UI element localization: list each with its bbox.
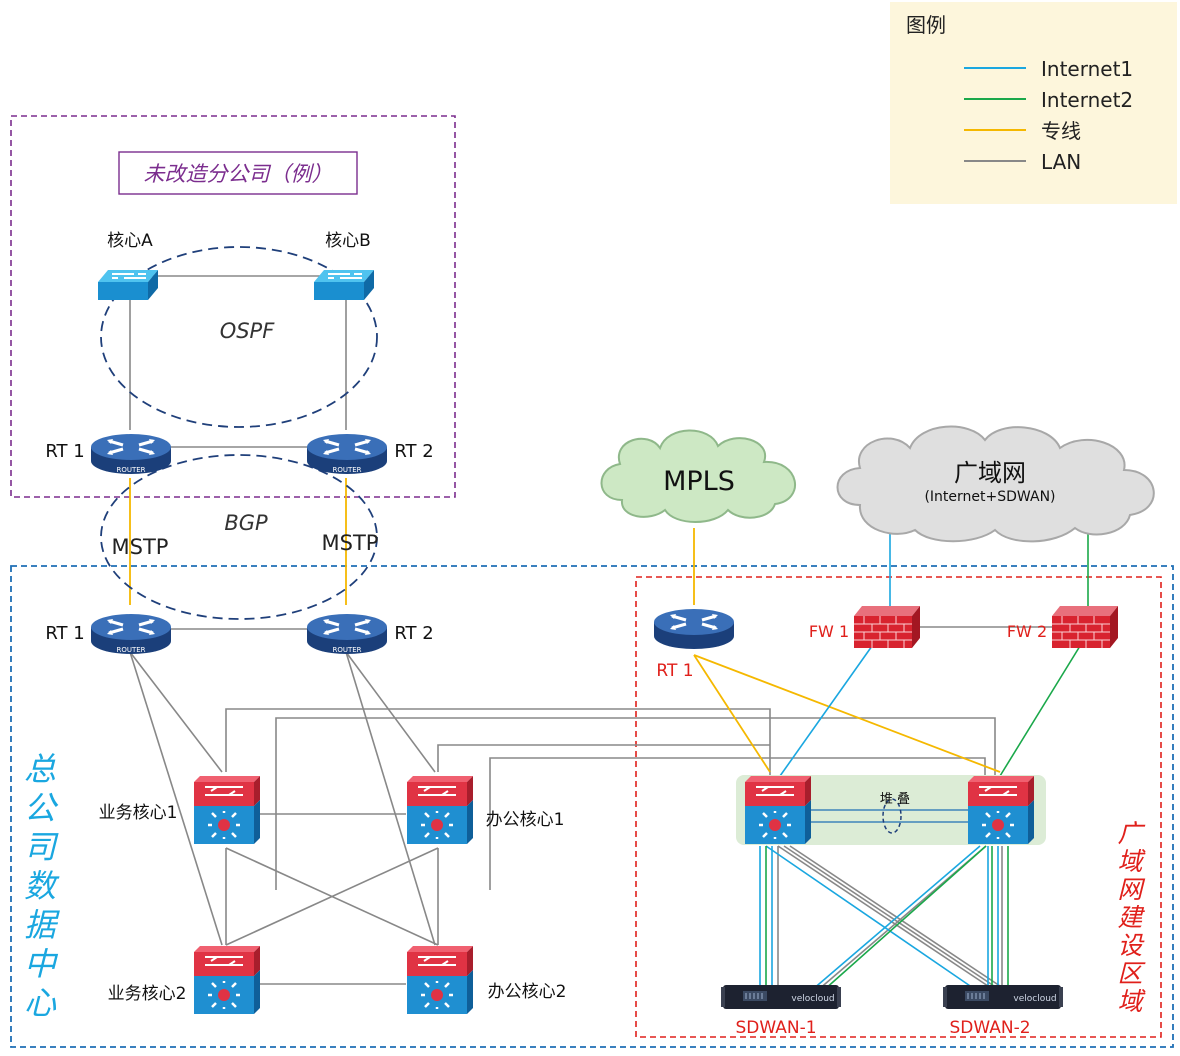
hq-rt1-label: RT 1 <box>45 623 84 644</box>
bgp-label: BGP <box>224 511 268 535</box>
hq-region-border <box>10 565 1174 1048</box>
legend-item-label-2: 专线 <box>1041 119 1081 143</box>
wan-rt1-label: RT 1 <box>656 661 693 681</box>
wan-cloud-title: 广域网 <box>954 459 1026 487</box>
stack-ellipse <box>882 798 902 834</box>
ospf-label: OSPF <box>220 319 276 343</box>
office-core1-label: 办公核心1 <box>486 810 565 830</box>
wan-title-char: 域 <box>1117 987 1146 1016</box>
ospf-ellipse <box>100 246 378 428</box>
wan-stack-switch-1-icon[interactable] <box>743 774 813 846</box>
legend-title: 图例 <box>906 13 946 37</box>
wan-title-char: 域 <box>1117 847 1146 876</box>
core-b-label: 核心B <box>325 231 371 251</box>
legend-item-label-3: LAN <box>1041 150 1081 174</box>
legend-box <box>890 2 1177 204</box>
biz-core2-label: 业务核心2 <box>108 984 187 1004</box>
internet2-links <box>765 530 1089 991</box>
wan-cloud-subtitle: (Internet+SDWAN) <box>924 489 1055 505</box>
hq-title-char: 心 <box>24 984 57 1022</box>
wan-region-border <box>635 576 1162 1038</box>
wan-title-char: 建 <box>1117 903 1145 932</box>
hq-title-char: 数 <box>24 867 60 905</box>
svg-text:ROUTER: ROUTER <box>116 466 145 474</box>
svg-text:velocloud: velocloud <box>791 994 834 1004</box>
mpls-label: MPLS <box>663 466 735 497</box>
fw1-label: FW 1 <box>809 622 849 641</box>
branch-rt2-label: RT 2 <box>394 441 433 462</box>
branch-rt1-router-icon[interactable]: ROUTER <box>89 432 173 476</box>
fw2-firewall-icon[interactable] <box>1051 605 1119 649</box>
wan-title-char: 广 <box>1117 819 1145 848</box>
svg-text:ROUTER: ROUTER <box>116 646 145 654</box>
branch-region-border <box>10 115 456 498</box>
core-a-switch-icon[interactable] <box>97 269 159 301</box>
svg-text:ROUTER: ROUTER <box>332 646 361 654</box>
wan-title-char: 设 <box>1117 931 1144 960</box>
office-core2-label: 办公核心2 <box>488 982 567 1002</box>
svg-text:ROUTER: ROUTER <box>332 466 361 474</box>
wan-cloud-icon: 广域网 (Internet+SDWAN) <box>836 425 1155 543</box>
hq-rt2-router-icon[interactable]: ROUTER <box>305 612 389 656</box>
fw2-label: FW 2 <box>1007 622 1047 641</box>
office-core1-switch-icon[interactable] <box>405 774 475 846</box>
biz-core1-switch-icon[interactable] <box>192 774 262 846</box>
internet1-links <box>759 522 999 991</box>
mstp-right-label: MSTP <box>322 531 379 555</box>
sdwan1-label: SDWAN-1 <box>735 1018 816 1038</box>
wan-title-char: 网 <box>1117 875 1145 904</box>
mstp-left-label: MSTP <box>112 535 169 559</box>
hq-title-char: 总 <box>24 750 56 788</box>
wan-title-char: 区 <box>1117 959 1146 988</box>
hq-title-char: 公 <box>24 789 59 827</box>
hq-rt2-label: RT 2 <box>394 623 433 644</box>
mpls-cloud-icon: MPLS <box>600 429 796 523</box>
sdwan2-appliance-icon[interactable]: velocloud <box>942 984 1064 1010</box>
svg-text:velocloud: velocloud <box>1013 994 1056 1004</box>
core-b-switch-icon[interactable] <box>313 269 375 301</box>
biz-core1-label: 业务核心1 <box>99 803 178 823</box>
bgp-ellipse <box>100 454 378 620</box>
hq-title-char: 司 <box>24 828 59 866</box>
hq-title-char: 中 <box>24 945 59 983</box>
wan-rt1-router-icon[interactable] <box>652 607 736 651</box>
hq-rt1-router-icon[interactable]: ROUTER <box>89 612 173 656</box>
wan-stack-switch-2-icon[interactable] <box>966 774 1036 846</box>
sdwan2-label: SDWAN-2 <box>949 1018 1030 1038</box>
biz-core2-switch-icon[interactable] <box>192 944 262 1016</box>
fw1-firewall-icon[interactable] <box>853 605 921 649</box>
legend-item-label-1: Internet2 <box>1041 88 1133 112</box>
lan-links <box>129 275 1052 991</box>
office-core2-switch-icon[interactable] <box>405 944 475 1016</box>
stack-label: 堆 叠 <box>880 792 910 807</box>
core-a-label: 核心A <box>107 231 153 251</box>
branch-rt1-label: RT 1 <box>45 441 84 462</box>
branch-rt2-router-icon[interactable]: ROUTER <box>305 432 389 476</box>
branch-title: 未改造分公司（例） <box>144 162 333 186</box>
hq-title-char: 据 <box>24 906 60 944</box>
legend-item-label-0: Internet1 <box>1041 57 1133 81</box>
leased-links <box>129 478 1001 773</box>
branch-title-box <box>118 151 358 195</box>
sdwan1-appliance-icon[interactable]: velocloud <box>720 984 842 1010</box>
